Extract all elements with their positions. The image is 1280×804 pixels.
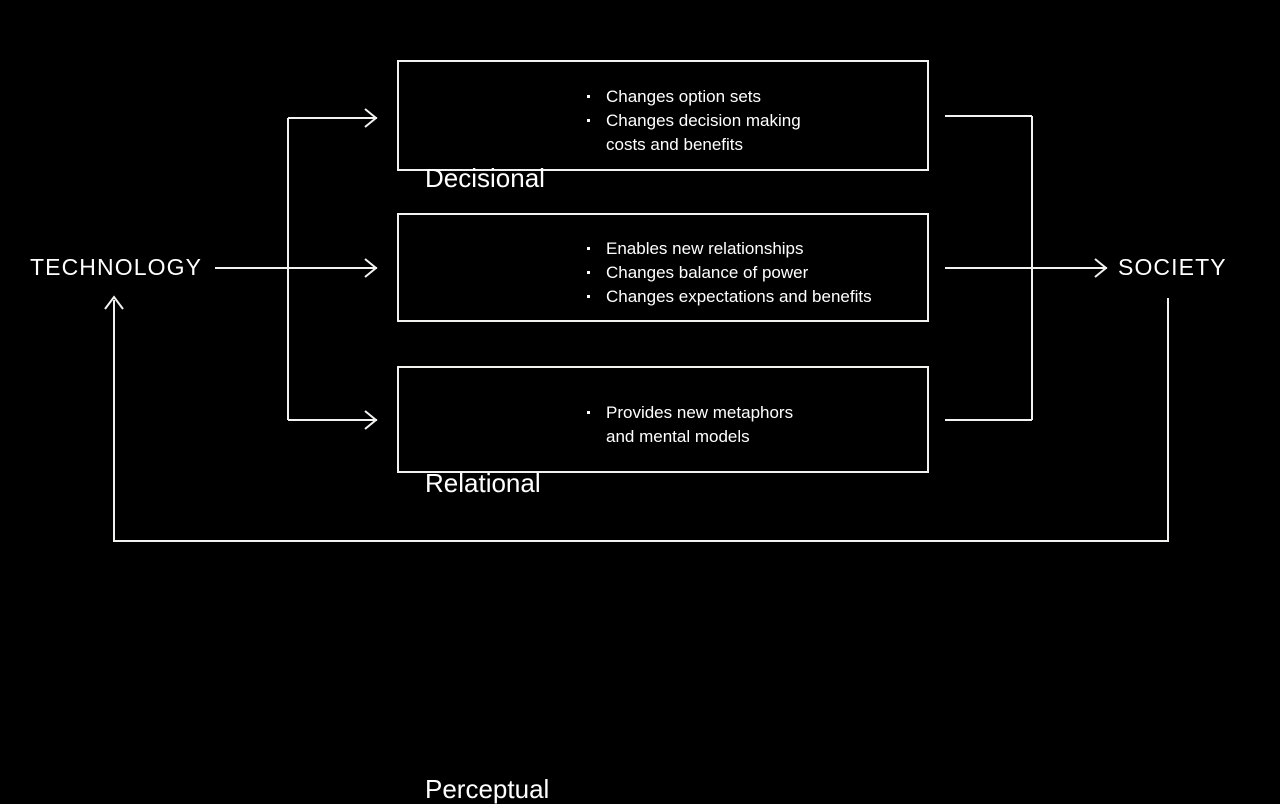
factor-box-decisional[interactable]: Decisional Changes option sets Changes d… [397, 60, 929, 191]
factor-point-text: Enables new relationships [606, 239, 804, 258]
bullet-icon [587, 119, 590, 122]
diagram-canvas: TECHNOLOGY SOCIETY Decisional Changes op… [30, 60, 1227, 802]
factor-title-perceptual: Perceptual [425, 774, 550, 804]
bullet-icon [587, 247, 590, 250]
factor-point-text: Changes expectations and benefits [606, 287, 872, 306]
factor-point: Enables new relationships [587, 237, 917, 261]
factor-points-relational: Enables new relationships Changes balanc… [587, 237, 917, 309]
arrowhead-feedback-to-technology [104, 295, 124, 310]
bullet-icon [587, 95, 590, 98]
arrowhead-to-relational [364, 258, 378, 278]
arrowhead-to-perceptual [364, 410, 378, 430]
arrowhead-to-society [1094, 258, 1108, 278]
factor-point-text: Changes balance of power [606, 263, 809, 282]
factor-point: Changes expectations and benefits [587, 285, 917, 309]
factor-title-relational: Relational [425, 468, 541, 498]
bullet-icon [587, 271, 590, 274]
factor-box-relational[interactable]: Relational Enables new relationships Cha… [397, 213, 929, 496]
society-label: SOCIETY [1118, 254, 1227, 280]
technology-label: TECHNOLOGY [30, 254, 203, 280]
bullet-icon [587, 295, 590, 298]
factor-point-text: Provides new metaphors and mental models [606, 403, 794, 446]
factor-point-text: Changes option sets [606, 87, 761, 106]
factor-points-decisional: Changes option sets Changes decision mak… [587, 85, 917, 157]
factor-point-text: Changes decision making costs and benefi… [606, 111, 801, 154]
factor-point: Changes option sets [587, 85, 917, 109]
factor-points-perceptual: Provides new metaphors and mental models [587, 401, 917, 449]
factor-box-perceptual[interactable]: Perceptual Provides new metaphors and me… [397, 366, 929, 802]
arrowhead-to-decisional [364, 108, 378, 128]
factor-point: Changes decision making costs and benefi… [587, 109, 917, 157]
bullet-icon [587, 411, 590, 414]
factor-point: Changes balance of power [587, 261, 917, 285]
factor-title-decisional: Decisional [425, 163, 545, 193]
factor-point: Provides new metaphors and mental models [587, 401, 917, 449]
